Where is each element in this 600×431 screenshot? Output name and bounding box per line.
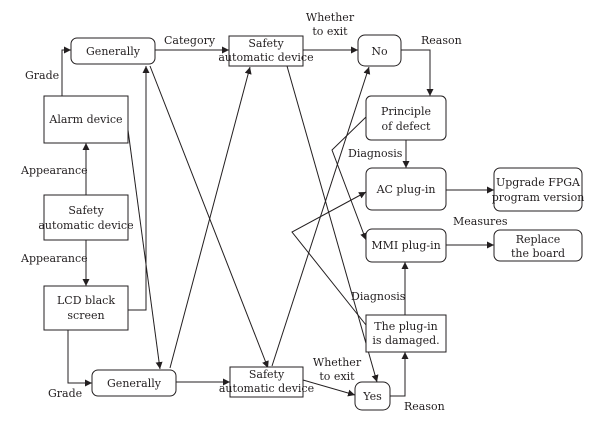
label-whether-exit-bottom-1: Whether (313, 356, 362, 369)
label-appearance-bottom: Appearance (20, 252, 88, 265)
node-alarm-device-label: Alarm device (48, 113, 122, 126)
node-yes-box (354, 381, 391, 411)
node-yes: Yes (354, 381, 391, 411)
label-grade-top: Grade (25, 69, 59, 82)
node-safety-bottom-box (229, 366, 304, 398)
edge-yes-to-damaged (390, 352, 409, 397)
edge-principle-to-mmi (331, 116, 367, 241)
label-whether-exit-bottom-2: to exit (319, 370, 355, 383)
node-damaged-box (365, 314, 447, 353)
label-measures: Measures (453, 215, 508, 228)
node-lcd-box (43, 285, 129, 331)
node-ac-plug-in-box (365, 167, 447, 211)
label-whether-exit-top-2: to exit (312, 25, 348, 38)
node-safety-bottom: Safety automatic device (219, 366, 314, 398)
node-generally-bottom: Generally (91, 369, 177, 397)
node-safety-mid-label-1: Safety (68, 204, 104, 217)
node-safety-mid-label-2: automatic device (38, 219, 133, 232)
node-alarm-device: Alarm device (43, 95, 129, 144)
edge-damaged-to-ac (291, 191, 367, 326)
edge-labels: Category Whether to exit Reason Grade Ap… (20, 11, 508, 413)
edge-generally-top-to-safety-bottom (149, 65, 269, 369)
node-upgrade-fpga: Upgrade FPGA program version (492, 167, 585, 212)
node-upgrade-fpga-label-1: Upgrade FPGA (496, 176, 581, 189)
label-grade-bottom: Grade (48, 387, 82, 400)
node-safety-top-label-1: Safety (248, 37, 284, 50)
node-generally-bottom-label: Generally (107, 377, 162, 390)
node-principle-label-2: of defect (382, 120, 431, 133)
node-replace-board-box (493, 229, 583, 262)
node-alarm-device-box (43, 95, 129, 144)
node-no-label: No (371, 45, 388, 58)
node-upgrade-fpga-box (493, 167, 583, 212)
node-generally-top-label: Generally (86, 45, 141, 58)
edge-lcd-to-generally-bottom (67, 330, 92, 387)
node-replace-board-label-1: Replace (516, 233, 561, 246)
edge-generally-bottom-to-safety-top (169, 66, 252, 369)
node-lcd-black-screen: LCD black screen (43, 285, 129, 331)
node-ac-plug-in-label: AC plug-in (376, 183, 436, 196)
node-damaged-label-2: is damaged. (372, 334, 439, 347)
node-no-box (357, 34, 402, 67)
node-ac-plug-in: AC plug-in (365, 167, 447, 211)
node-mmi-plug-in: MMI plug-in (365, 228, 447, 263)
node-upgrade-fpga-label-2: program version (492, 191, 585, 204)
node-plug-in-damaged: The plug-in is damaged. (365, 314, 447, 353)
edge-safety-bottom-to-yes (302, 379, 356, 397)
node-mmi-plug-in-box (365, 228, 447, 263)
node-principle-box (365, 95, 447, 141)
node-generally-top: Generally (70, 37, 156, 65)
connectors (61, 46, 494, 397)
label-diagnosis-lower: Diagnosis (351, 290, 406, 303)
node-damaged-label-1: The plug-in (374, 320, 437, 333)
label-reason-top: Reason (421, 34, 462, 47)
node-yes-label: Yes (362, 390, 382, 403)
node-lcd-label-1: LCD black (57, 294, 115, 307)
node-safety-mid: Safety automatic device (38, 194, 134, 241)
edge-safety-top-to-yes (286, 65, 379, 383)
label-appearance-top: Appearance (20, 164, 88, 177)
label-category: Category (164, 34, 216, 47)
node-mmi-plug-in-label: MMI plug-in (371, 239, 440, 252)
label-whether-exit-top-1: Whether (306, 11, 355, 24)
node-principle-label-1: Principle (381, 105, 431, 118)
edge-lcd-to-generally-top (128, 66, 150, 311)
node-replace-board-label-2: the board (511, 247, 565, 260)
label-diagnosis-upper: Diagnosis (348, 147, 403, 160)
node-safety-top: Safety automatic device (218, 35, 314, 67)
node-generally-top-box (70, 37, 156, 65)
node-generally-bottom-box (91, 369, 177, 397)
edge-alarm-to-generally-top (61, 46, 71, 96)
edge-alarm-to-generally-bottom (127, 129, 163, 370)
edge-no-to-principle (401, 49, 434, 96)
node-safety-mid-box (43, 194, 129, 241)
node-safety-top-box (228, 35, 304, 67)
label-reason-bottom: Reason (404, 400, 445, 413)
node-safety-bottom-label-2: automatic device (219, 382, 314, 395)
node-no: No (357, 34, 402, 67)
node-safety-bottom-label-1: Safety (249, 368, 285, 381)
node-principle-of-defect: Principle of defect (365, 95, 447, 141)
node-replace-board: Replace the board (493, 229, 583, 262)
node-safety-top-label-2: automatic device (218, 51, 313, 64)
node-lcd-label-2: screen (67, 309, 104, 322)
